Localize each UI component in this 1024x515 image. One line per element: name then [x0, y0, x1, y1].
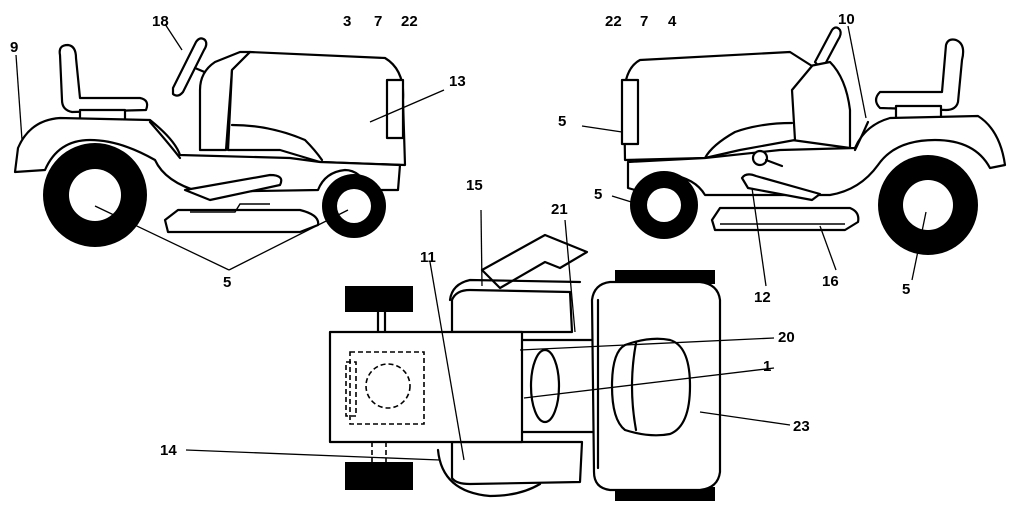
callout-12: 12 — [754, 289, 771, 306]
callout-labels: 9 18 3 7 22 13 5 22 7 4 10 5 5 12 16 5 1… — [10, 11, 910, 459]
callout-22-left: 22 — [401, 13, 418, 30]
callout-5-right-rear: 5 — [902, 281, 910, 298]
callout-11: 11 — [420, 249, 436, 266]
callout-4: 4 — [668, 13, 677, 30]
leader-lines — [15, 23, 927, 461]
callout-7-left: 7 — [374, 13, 382, 30]
callout-3: 3 — [343, 13, 351, 30]
callout-9: 9 — [10, 39, 18, 56]
callout-22-right: 22 — [605, 13, 622, 30]
callout-14: 14 — [160, 442, 177, 459]
callout-5-right-hood: 5 — [558, 113, 566, 130]
callout-7-right: 7 — [640, 13, 648, 30]
callout-23: 23 — [793, 418, 810, 435]
callout-1: 1 — [763, 358, 771, 375]
callout-20: 20 — [778, 329, 795, 346]
tractor-left-side-view — [13, 37, 407, 247]
callout-15: 15 — [466, 177, 483, 194]
callout-13: 13 — [449, 73, 466, 90]
tractor-top-view — [328, 233, 722, 501]
callout-10: 10 — [838, 11, 855, 28]
callout-5-right-wheel: 5 — [594, 186, 602, 203]
callout-18: 18 — [152, 13, 169, 30]
callout-5-left: 5 — [223, 274, 231, 291]
tractor-right-side-view — [620, 26, 1007, 255]
callout-21: 21 — [551, 201, 568, 218]
callout-16: 16 — [822, 273, 839, 290]
